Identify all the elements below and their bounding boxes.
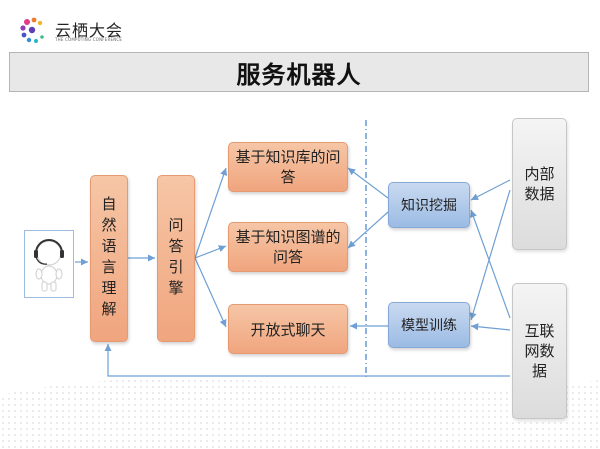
background-dot-wave [0, 378, 600, 449]
arrow-qa-kg [195, 246, 226, 258]
node-qa-engine-label: 问答引擎 [166, 217, 187, 301]
arrow-internal-mining [471, 180, 510, 200]
node-internet-data-label: 互联网数据 [523, 321, 556, 382]
arrow-qa-chat [195, 258, 226, 327]
node-kb-qa-label: 基于知识库的问答 [234, 147, 342, 188]
node-nlu: 自然语言理解 [90, 175, 128, 342]
node-nlu-label: 自然语言理解 [99, 196, 120, 322]
node-open-chat: 开放式聊天 [228, 304, 348, 354]
node-kg-qa-label: 基于知识图谱的问答 [234, 227, 342, 268]
robot-icon [25, 231, 73, 297]
arrow-internet-training [471, 326, 510, 330]
node-internal-data: 内部数据 [512, 118, 567, 250]
node-internal-data-label: 内部数据 [523, 164, 556, 205]
robot-avatar [24, 230, 74, 298]
node-qa-engine: 问答引擎 [157, 175, 195, 342]
node-model-training-label: 模型训练 [401, 315, 457, 335]
node-model-training: 模型训练 [388, 302, 470, 348]
node-kg-qa: 基于知识图谱的问答 [228, 222, 348, 272]
arrow-mining-kg [348, 212, 388, 248]
node-internet-data: 互联网数据 [512, 283, 567, 419]
node-knowledge-mining-label: 知识挖掘 [401, 195, 457, 215]
node-open-chat-label: 开放式聊天 [250, 319, 325, 340]
node-kb-qa: 基于知识库的问答 [228, 142, 348, 192]
node-knowledge-mining: 知识挖掘 [388, 182, 470, 228]
arrow-qa-kb [195, 168, 226, 258]
arrow-mining-kb [348, 168, 388, 198]
